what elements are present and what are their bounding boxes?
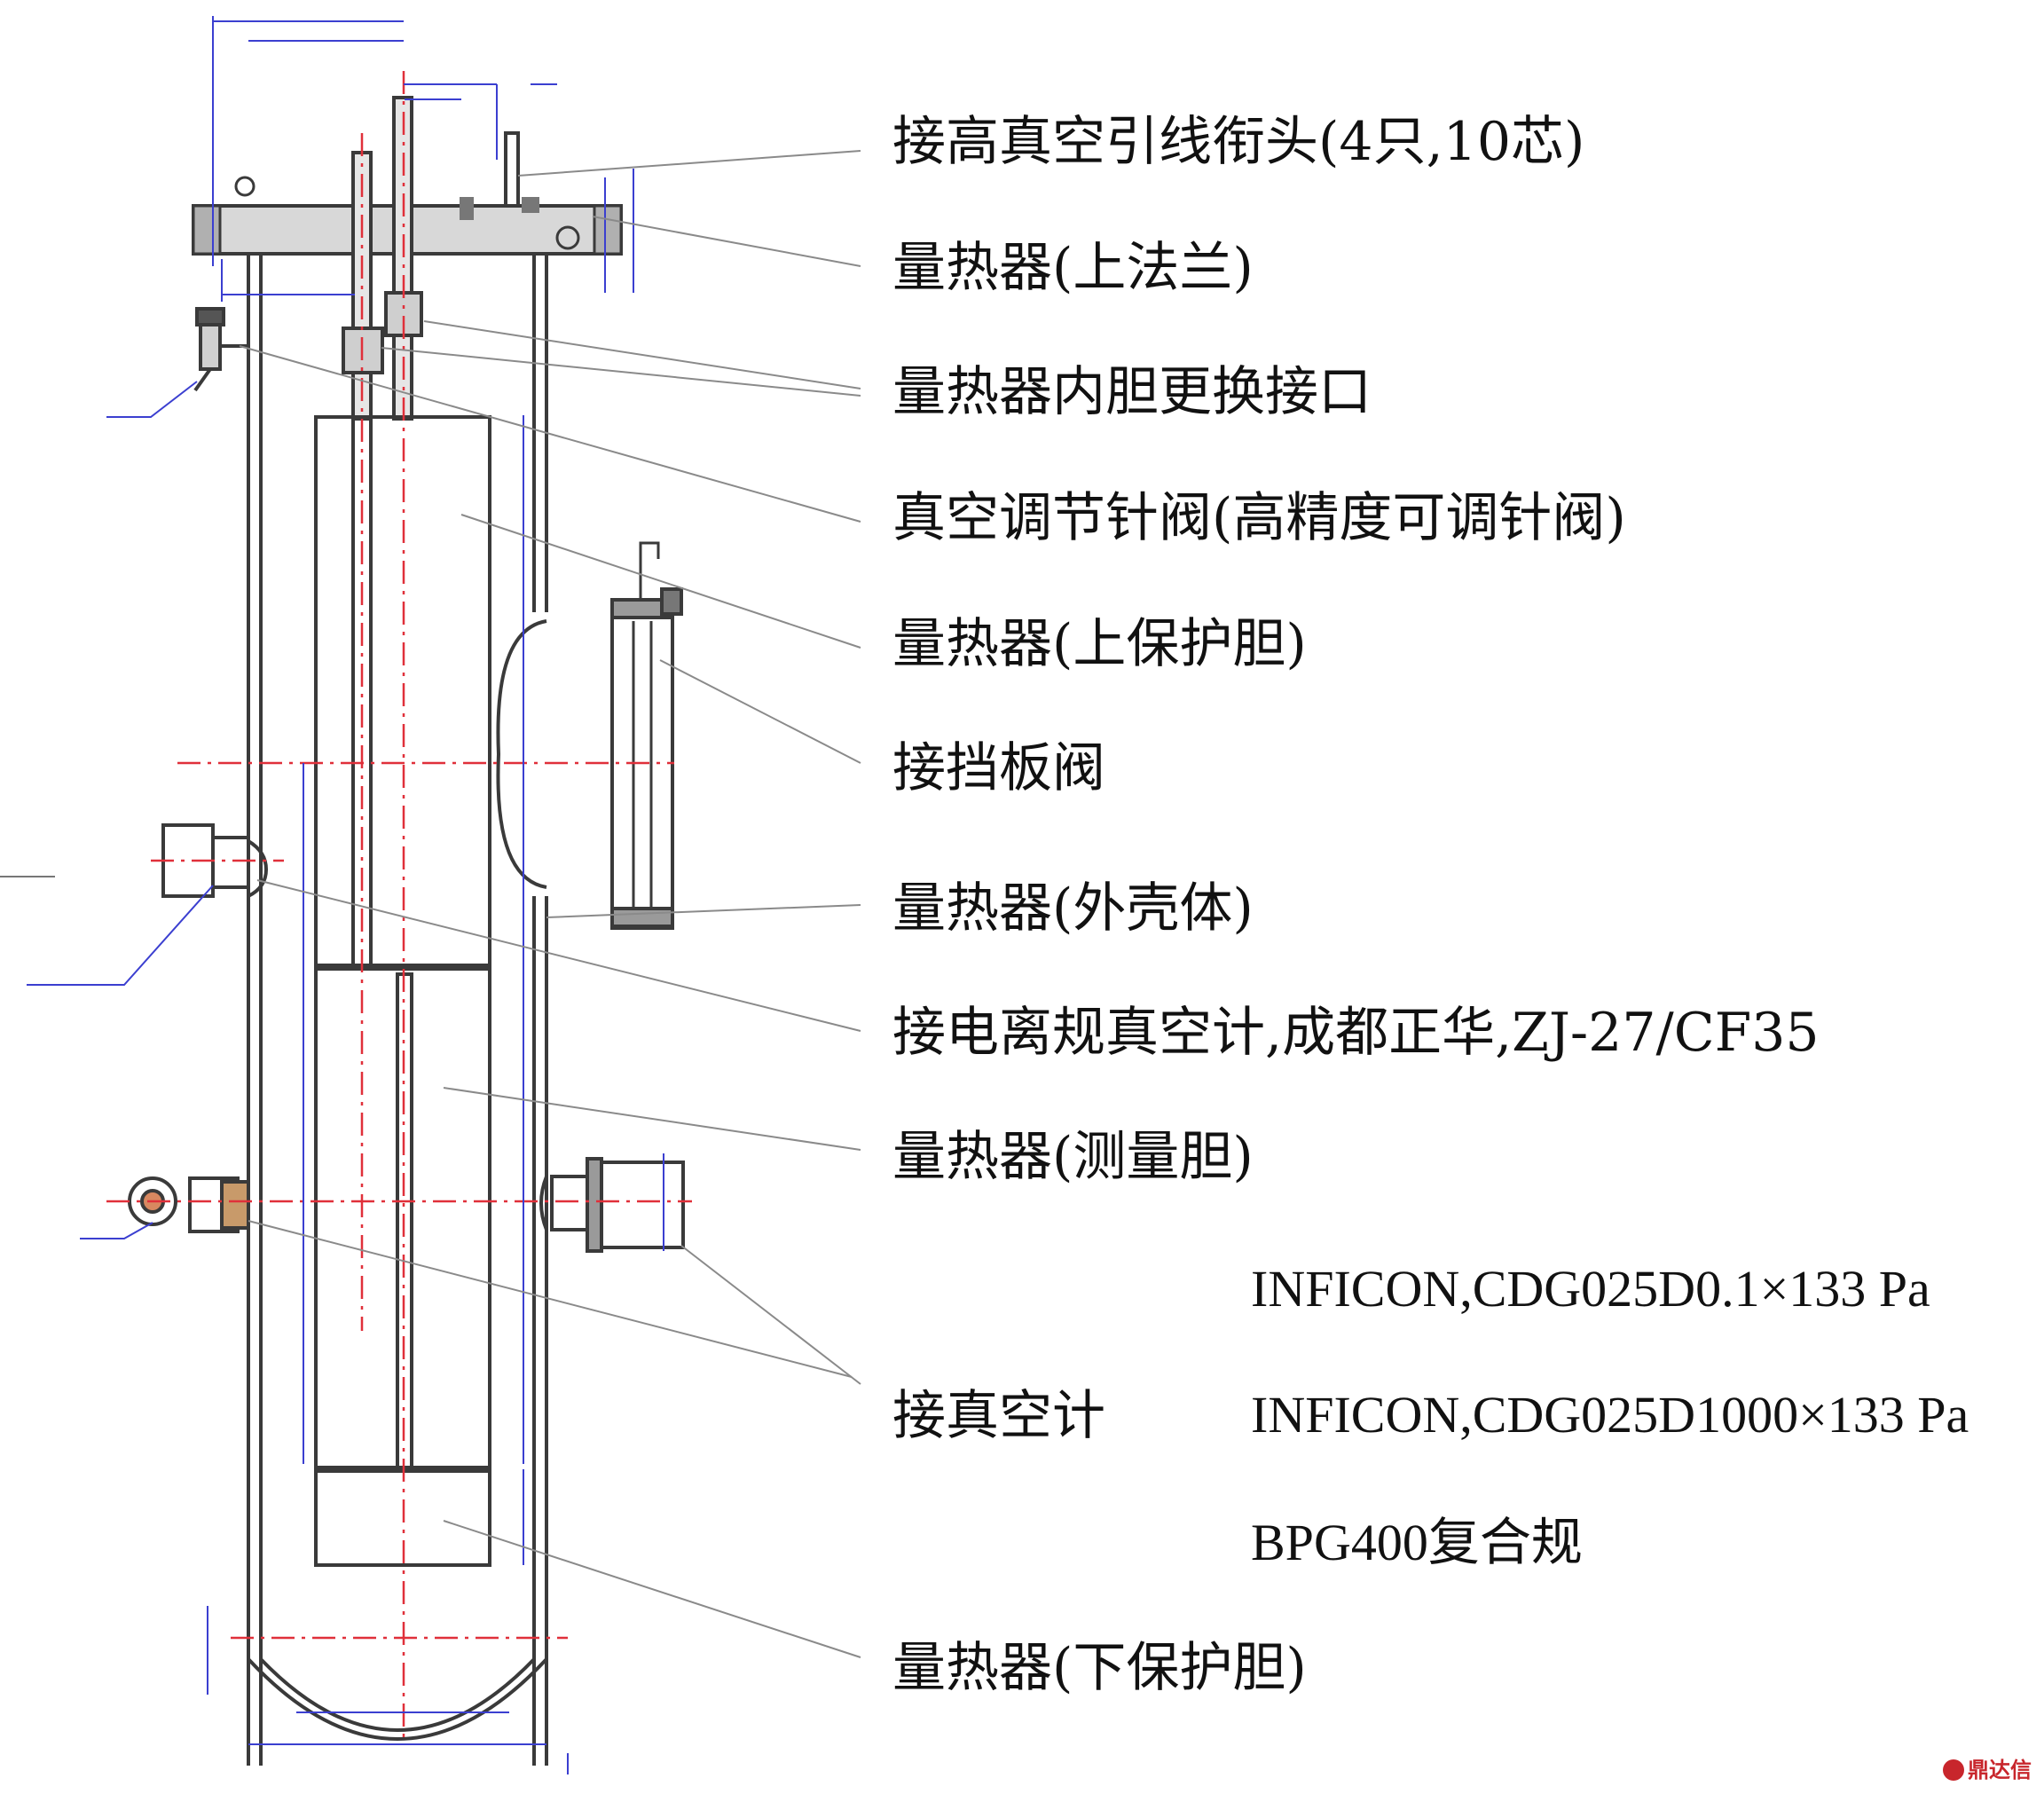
dimension-lines	[207, 16, 664, 1774]
label-ion-gauge: 接电离规真空计,成都正华,ZJ-27/CF35	[892, 1002, 1820, 1064]
label-lower-guard-vessel: 量热器(下保护胆)	[892, 1637, 1307, 1699]
needle-valve-body	[193, 307, 248, 392]
label-measuring-vessel: 量热器(测量胆)	[892, 1126, 1254, 1188]
small-annotations	[0, 381, 214, 1239]
left-gauge-port	[128, 1176, 250, 1233]
right-gauge-port	[539, 1157, 685, 1253]
label-upper-guard-vessel: 量热器(上保护胆)	[892, 613, 1307, 675]
center-lines	[106, 71, 692, 1739]
watermark-text: 鼎达信	[1968, 1758, 2032, 1782]
gauge-spec-2: INFICON,CDG025D1000×133 Pa	[1251, 1386, 1969, 1444]
gauge-spec-1: INFICON,CDG025D0.1×133 Pa	[1251, 1260, 1930, 1318]
outer-shell-body	[247, 232, 548, 1766]
label-baffle-valve: 接挡板阀	[892, 737, 1105, 799]
feedthrough-tubes	[342, 96, 520, 421]
label-needle-valve: 真空调节针阀(高精度可调针阀)	[892, 487, 1626, 549]
gauge-spec-3: BPG400复合规	[1251, 1514, 1583, 1571]
label-high-vacuum-header: 接高真空引线衔头(4只,10芯)	[892, 111, 1585, 173]
label-outer-shell: 量热器(外壳体)	[892, 877, 1254, 940]
leader-lines	[239, 150, 861, 1658]
label-inner-vessel-interface: 量热器内胆更换接口	[892, 361, 1372, 423]
baffle-port	[496, 541, 683, 930]
watermark-seal-icon	[1943, 1759, 1964, 1781]
watermark: 鼎达信	[1943, 1752, 2032, 1783]
label-vacuum-gauge: 接真空计	[892, 1385, 1105, 1447]
label-upper-flange: 量热器(上法兰)	[892, 237, 1254, 299]
